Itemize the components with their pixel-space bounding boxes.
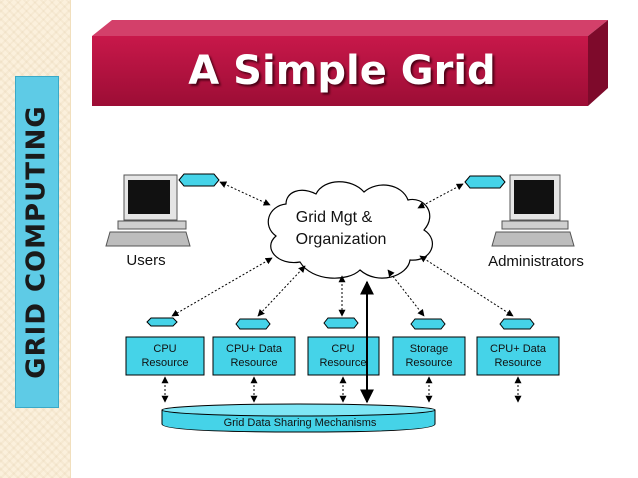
resource-label-line2: Resource (230, 357, 277, 369)
resource-storage: Storage Resource (392, 318, 466, 376)
resource-cpu-2: CPU Resource (307, 317, 380, 376)
computer-base (501, 220, 569, 230)
sidebar-title-box: GRID COMPUTING (15, 76, 59, 408)
resource-label-line1: Storage (410, 343, 449, 355)
banner-top-face (92, 20, 608, 36)
keyboard-icon (491, 231, 575, 247)
slide-title: A Simple Grid (188, 48, 496, 94)
computer-base (117, 220, 187, 230)
admins-network-node-icon (464, 175, 506, 189)
resource-label-line2: Resource (141, 357, 188, 369)
resource-box (476, 336, 560, 376)
connector-cloud-resource-5 (419, 255, 514, 317)
users-computer: Users (105, 174, 191, 269)
connector-admins-cloud (417, 183, 464, 209)
resource-label-line1: CPU+ Data (490, 343, 547, 355)
network-node-icon (410, 318, 446, 330)
resource-label-line1: CPU (153, 343, 176, 355)
cloud-label-line2: Organization (296, 231, 387, 248)
administrators-label: Administrators (488, 253, 584, 270)
connector-users-cloud (219, 181, 271, 206)
resource-label-line2: Resource (405, 357, 452, 369)
banner-side-face (588, 20, 608, 106)
cloud-label-line1: Grid Mgt & (296, 209, 373, 226)
data-sharing-bus: Grid Data Sharing Mechanisms (161, 403, 436, 433)
network-node-icon (146, 317, 178, 327)
resource-label-line1: CPU (331, 343, 354, 355)
users-label: Users (126, 252, 165, 269)
resource-cpu-1: CPU Resource (125, 317, 205, 376)
network-node-icon (499, 318, 535, 330)
monitor-screen (128, 180, 170, 214)
sidebar-divider (70, 0, 71, 478)
banner-front-face (92, 36, 588, 106)
resource-label-line1: CPU+ Data (226, 343, 283, 355)
administrators-computer: Administrators (488, 174, 584, 270)
bus-label: Grid Data Sharing Mechanisms (224, 417, 377, 429)
users-network-node-icon (178, 173, 220, 187)
monitor-screen (514, 180, 554, 214)
resource-label-line2: Resource (319, 357, 366, 369)
connector-cloud-resource-4 (387, 269, 425, 317)
keyboard-icon (105, 231, 191, 247)
resource-box (392, 336, 466, 376)
resource-box (212, 336, 296, 376)
network-node-icon (323, 317, 359, 329)
connector-cloud-resource-1 (171, 257, 273, 317)
grid-management-cloud: Grid Mgt & Organization (267, 181, 433, 279)
cloud-icon (267, 181, 433, 279)
resource-cpu-data-1: CPU+ Data Resource (212, 318, 296, 376)
resource-label-line2: Resource (494, 357, 541, 369)
resource-box (125, 336, 205, 376)
connector-cloud-resource-2 (257, 265, 306, 317)
resource-cpu-data-2: CPU+ Data Resource (476, 318, 560, 376)
network-node-icon (235, 318, 271, 330)
